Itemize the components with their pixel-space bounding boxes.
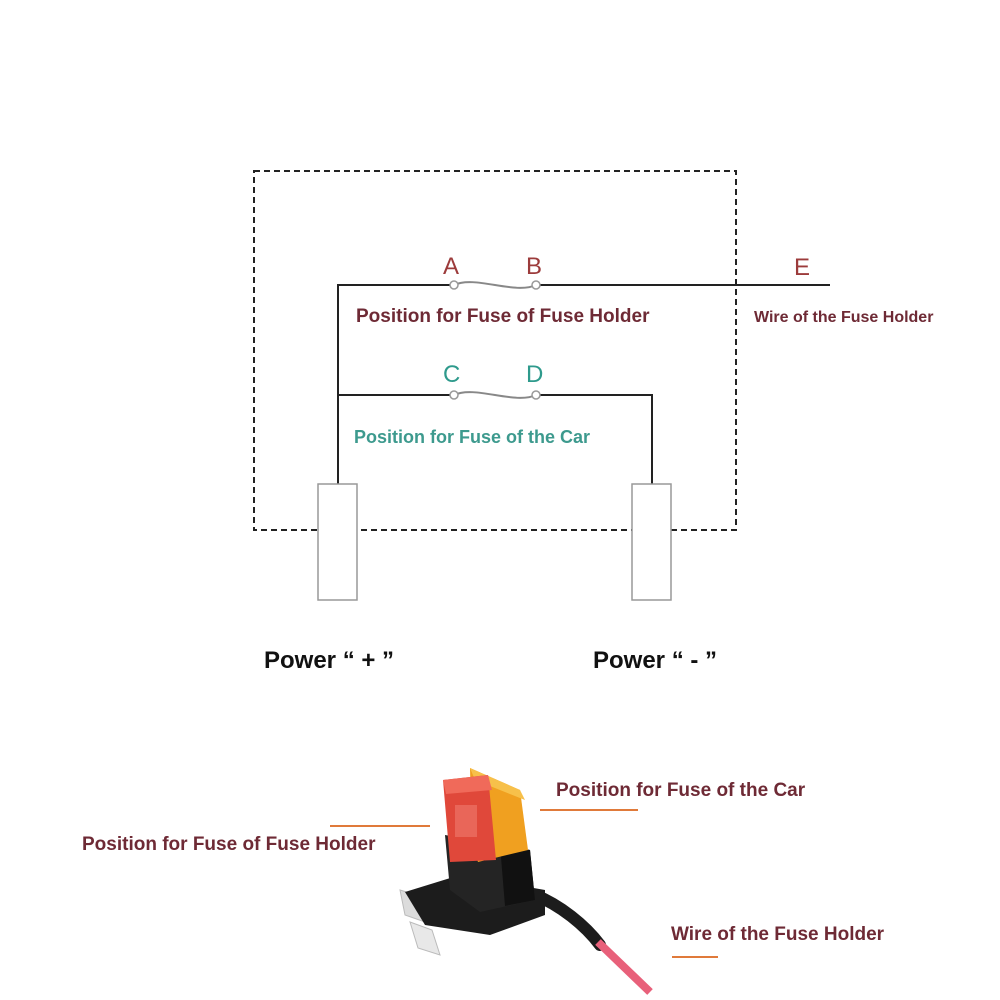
red-fuse-top	[443, 775, 492, 794]
power-positive-label: Power “ + ”	[264, 647, 395, 674]
fuse-symbol-ab	[453, 281, 537, 289]
photo-car-fuse-label: Position for Fuse of the Car	[556, 780, 806, 801]
terminal-e-label: E	[794, 254, 811, 281]
holder-tower-shade	[500, 845, 535, 906]
dashed-enclosure	[253, 170, 737, 531]
fuse-holder-position-label: Position for Fuse of Fuse Holder	[356, 306, 650, 327]
power-negative-label: Power “ - ”	[593, 647, 718, 674]
negative-blade	[631, 483, 672, 601]
fuse-symbol-cd	[453, 391, 537, 399]
terminal-b-node	[531, 280, 541, 290]
wire-d-to-negative	[536, 394, 653, 484]
photo-holder-fuse-label: Position for Fuse of Fuse Holder	[82, 834, 376, 855]
holder-blade-bottom	[409, 921, 441, 956]
top-circuit-wire	[337, 284, 454, 484]
terminal-a-label: A	[443, 253, 460, 280]
terminal-b-label: B	[526, 253, 543, 280]
photo-wire-label: Wire of the Fuse Holder	[671, 924, 885, 945]
car-fuse-position-label: Position for Fuse of the Car	[354, 427, 591, 447]
terminal-d-label: D	[526, 361, 544, 388]
wire-label-diagram: Wire of the Fuse Holder	[754, 309, 934, 326]
terminal-c-label: C	[443, 361, 461, 388]
terminal-c-node	[449, 390, 459, 400]
fuse-holder-illustration	[399, 768, 653, 995]
terminal-d-node	[531, 390, 541, 400]
holder-wire-pink	[595, 939, 653, 995]
red-fuse-window	[455, 805, 477, 837]
terminal-a-node	[449, 280, 459, 290]
positive-blade	[317, 483, 358, 601]
